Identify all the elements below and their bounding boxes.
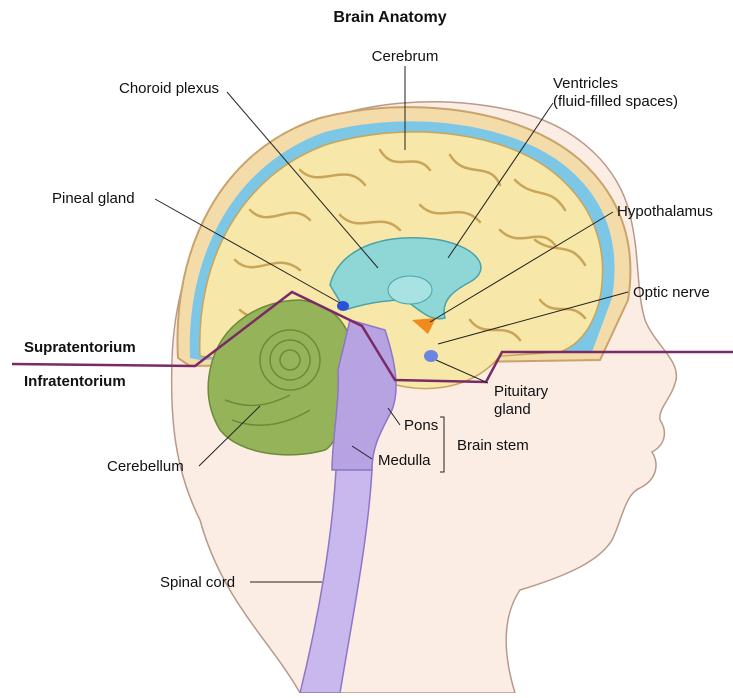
diagram-title: Brain Anatomy [333,9,446,26]
label-hypothalamus: Hypothalamus [617,203,713,220]
label-pineal-gland: Pineal gland [52,190,135,207]
label-ventricles-note: (fluid-filled spaces) [553,93,678,110]
label-pons: Pons [404,417,438,434]
label-infratentorium: Infratentorium [24,373,126,390]
label-pituitary-line1: Pituitary [494,383,549,400]
pituitary-gland-shape [424,350,438,362]
label-cerebrum: Cerebrum [372,48,439,65]
label-pituitary-line2: gland [494,401,531,418]
label-medulla: Medulla [378,452,431,469]
label-cerebellum: Cerebellum [107,458,184,475]
label-spinal-cord: Spinal cord [160,574,235,591]
label-optic-nerve: Optic nerve [633,284,710,301]
label-ventricles: Ventricles [553,75,618,92]
label-brain-stem: Brain stem [457,437,529,454]
label-choroid-plexus: Choroid plexus [119,80,219,97]
thalamus [388,276,432,304]
label-supratentorium: Supratentorium [24,339,136,356]
